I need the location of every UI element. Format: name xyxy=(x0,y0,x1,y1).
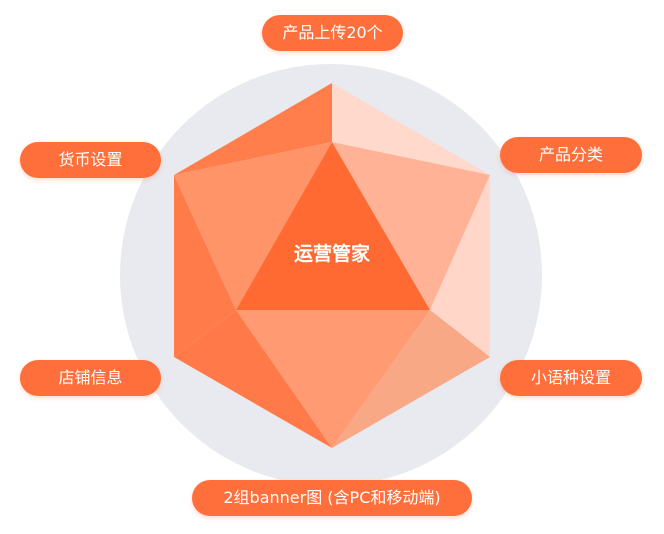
gem-facet-right xyxy=(430,175,490,357)
gem-facet-upper-right xyxy=(332,142,490,310)
gem-facet-lower-left xyxy=(174,310,332,448)
center-title: 运营管家 xyxy=(293,243,370,265)
feature-store-info: 店铺信息 xyxy=(20,360,161,396)
gem-facet-lower-right xyxy=(332,310,490,448)
gem-facet-upper-left xyxy=(174,142,332,310)
feature-banner-images: 2组banner图 (含PC和移动端) xyxy=(192,480,472,516)
feature-language-settings: 小语种设置 xyxy=(500,360,642,396)
feature-currency-settings: 货币设置 xyxy=(20,142,161,178)
gem-facet-top-left xyxy=(174,83,332,175)
gem-facet-left xyxy=(174,175,236,357)
feature-product-upload: 产品上传20个 xyxy=(262,15,403,51)
gem-center-triangle xyxy=(236,142,430,310)
feature-product-category: 产品分类 xyxy=(500,137,642,173)
gem-facet-bottom xyxy=(236,310,430,448)
gem-facet-top-right xyxy=(332,83,490,175)
